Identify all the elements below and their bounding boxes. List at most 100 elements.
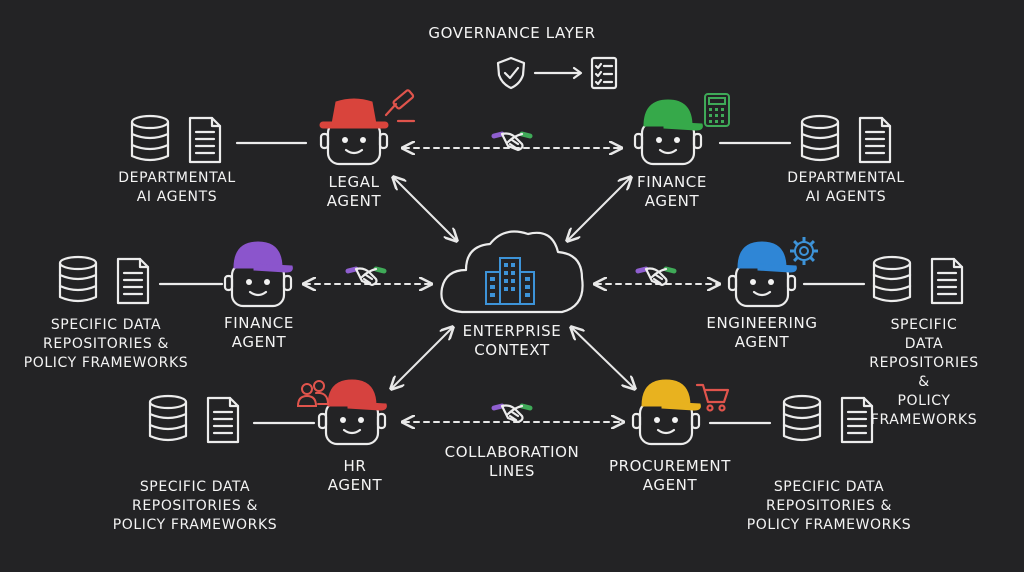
- robot-smile: [342, 428, 362, 435]
- bottom-right-resources: [782, 394, 874, 444]
- governance-layer-title: GOVERNANCE LAYER: [428, 24, 596, 42]
- robot-ear-left: [633, 132, 644, 150]
- arrow-legal-center: [394, 178, 456, 240]
- data-repositories-label-mid-left: SPECIFIC DATA REPOSITORIES & POLICY FRAM…: [23, 317, 189, 371]
- robot-smile: [248, 290, 268, 297]
- robot-eye-right: [768, 279, 774, 285]
- document-icon: [858, 116, 892, 164]
- governance-icons: [496, 56, 618, 90]
- finance-agent-top-label: FINANCE AGENT: [637, 173, 707, 210]
- cloud-icon: [440, 230, 584, 314]
- collaboration-lines-label: COLLABORATION LINES: [444, 443, 580, 480]
- robot-eye-left: [656, 137, 662, 143]
- database-icon: [872, 255, 912, 303]
- mid-right-resources: [872, 255, 964, 305]
- connectors: [158, 66, 866, 423]
- shield-check-icon: [496, 56, 526, 90]
- finance-agent-left-label: FINANCE AGENT: [224, 314, 294, 351]
- document-icon: [840, 396, 874, 444]
- robot-ear-right: [378, 132, 389, 150]
- procurement-agent-robot: [631, 379, 730, 446]
- robot-smile: [344, 148, 364, 155]
- document-icon: [206, 396, 240, 444]
- people-icon: [296, 380, 330, 407]
- robot-eye-right: [264, 279, 270, 285]
- calculator-icon: [704, 93, 730, 127]
- nodes: [58, 56, 964, 446]
- gavel-icon: [384, 89, 416, 123]
- robot-ear-right: [376, 412, 387, 430]
- database-icon: [148, 394, 188, 442]
- robot-eye-left: [246, 279, 252, 285]
- top-left-resources: [130, 114, 222, 164]
- robot-ear-left: [631, 412, 642, 430]
- hr-agent-robot: [296, 379, 387, 446]
- procurement-agent-label: PROCUREMENT AGENT: [608, 457, 732, 494]
- document-icon: [930, 257, 964, 305]
- agent-hat: [327, 379, 387, 411]
- top-right-resources: [800, 114, 892, 164]
- data-repositories-label-mid-right: SPECIFIC DATA REPOSITORIES & POLICY FRAM…: [869, 317, 979, 428]
- departmental-ai-agents-label-left: DEPARTMENTAL AI AGENTS: [118, 170, 236, 205]
- robot-eye-left: [342, 137, 348, 143]
- arrow-procurement-center: [572, 328, 634, 388]
- database-icon: [58, 255, 98, 303]
- robot-eye-left: [750, 279, 756, 285]
- agent-hat: [643, 99, 703, 131]
- data-repositories-label-bottom-right: SPECIFIC DATA REPOSITORIES & POLICY FRAM…: [746, 479, 912, 533]
- database-icon: [782, 394, 822, 442]
- agent-hat: [737, 241, 797, 273]
- governance-arrow-head: [572, 66, 583, 80]
- enterprise-context-label: ENTERPRISE CONTEXT: [462, 322, 562, 359]
- robot-ear-right: [690, 412, 701, 430]
- finance-top-agent-robot: [633, 93, 730, 166]
- checklist-icon: [590, 56, 618, 90]
- building-icon: [485, 257, 535, 305]
- robot-ear-right: [786, 274, 797, 292]
- robot-eye-left: [654, 417, 660, 423]
- handshake-icon-mid-left: [345, 266, 387, 287]
- robot-ear-left: [727, 274, 738, 292]
- robot-smile: [656, 428, 676, 435]
- engineering-agent-label: ENGINEERING AGENT: [706, 314, 818, 351]
- robot-ear-left: [223, 274, 234, 292]
- robot-eye-left: [340, 417, 346, 423]
- handshake-icon-mid-right: [635, 266, 677, 287]
- robot-smile: [752, 290, 772, 297]
- gear-icon: [790, 237, 818, 265]
- engineering-agent-robot: [727, 237, 818, 308]
- robot-ear-right: [692, 132, 703, 150]
- robot-eye-right: [358, 417, 364, 423]
- robot-eye-right: [672, 417, 678, 423]
- data-repositories-label-bottom-left: SPECIFIC DATA REPOSITORIES & POLICY FRAM…: [112, 479, 278, 533]
- finance-left-agent-robot: [223, 241, 293, 308]
- arrow-hr-center: [392, 328, 452, 388]
- cart-icon: [695, 383, 730, 412]
- handshake-icon-bottom: [491, 403, 533, 424]
- handshake-icon-top: [491, 131, 533, 152]
- robot-eye-right: [360, 137, 366, 143]
- document-icon: [188, 116, 222, 164]
- check-mark: [503, 66, 520, 80]
- bottom-left-resources: [148, 394, 240, 444]
- robot-ear-left: [317, 412, 328, 430]
- database-icon: [800, 114, 840, 162]
- robot-ear-left: [319, 132, 330, 150]
- robot-eye-right: [674, 137, 680, 143]
- agent-hat: [233, 241, 293, 273]
- agent-hat: [319, 98, 389, 129]
- robot-smile: [658, 148, 678, 155]
- agent-hat: [641, 379, 701, 411]
- robot-ear-right: [282, 274, 293, 292]
- hr-agent-label: HR AGENT: [327, 457, 383, 494]
- legal-agent-label: LEGAL AGENT: [326, 173, 382, 210]
- enterprise-cloud: [440, 230, 584, 314]
- arrow-finance-center: [568, 178, 630, 240]
- document-icon: [116, 257, 150, 305]
- database-icon: [130, 114, 170, 162]
- departmental-ai-agents-label-right: DEPARTMENTAL AI AGENTS: [787, 170, 905, 205]
- legal-agent-robot: [319, 89, 416, 166]
- mid-left-resources: [58, 255, 150, 305]
